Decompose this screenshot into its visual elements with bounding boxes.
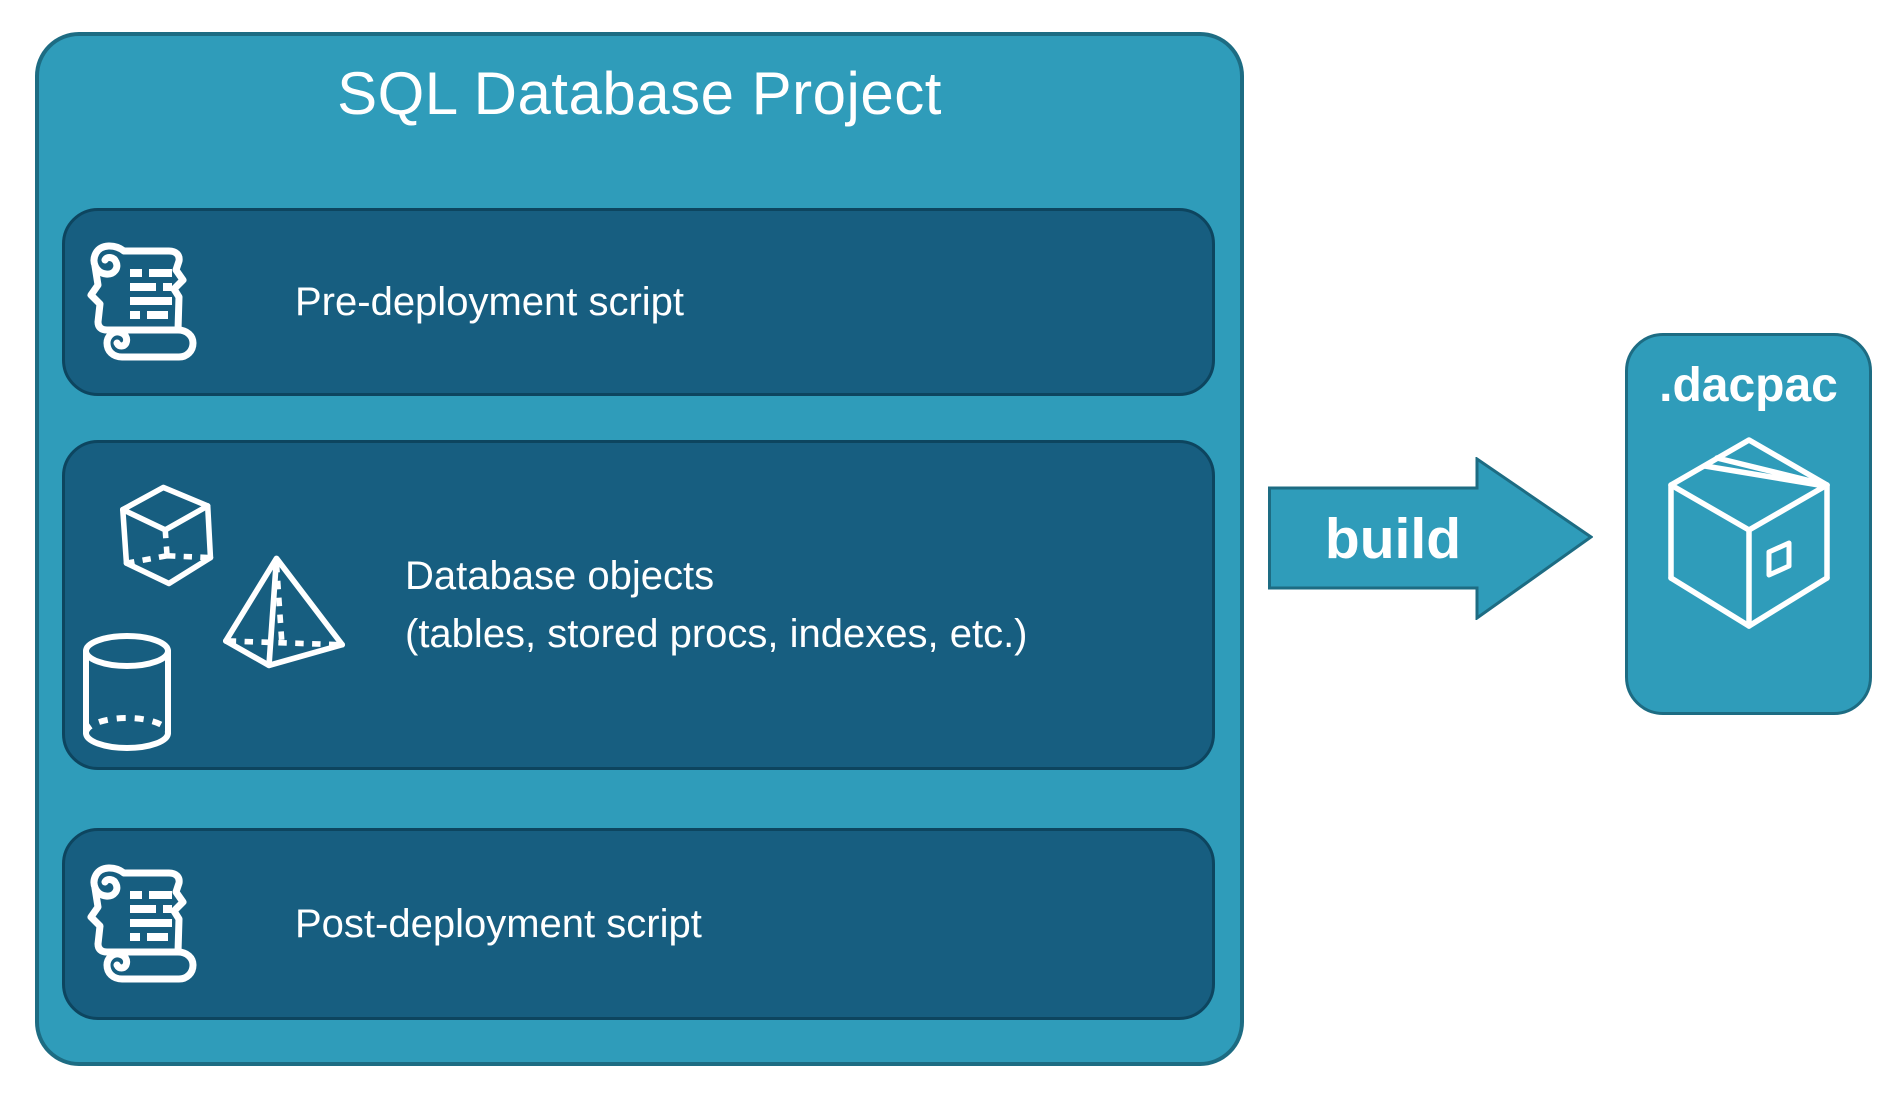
project-title: SQL Database Project bbox=[337, 60, 942, 127]
pre-deployment-label: Pre-deployment script bbox=[295, 279, 685, 324]
database-objects-label: Database objects (tables, stored procs, … bbox=[405, 547, 1028, 663]
build-label: build bbox=[1324, 506, 1462, 571]
database-objects-line2: (tables, stored procs, indexes, etc.) bbox=[405, 612, 1028, 656]
database-objects-panel: Database objects (tables, stored procs, … bbox=[62, 440, 1215, 770]
post-deployment-panel: Post-deployment script bbox=[62, 828, 1215, 1020]
package-icon bbox=[1659, 427, 1839, 639]
dacpac-box: .dacpac bbox=[1625, 333, 1872, 715]
sql-database-project-box: SQL Database Project Pre-deployment scri… bbox=[35, 32, 1244, 1066]
scroll-icon bbox=[81, 861, 207, 987]
database-objects-line1: Database objects bbox=[405, 554, 715, 598]
pre-deployment-panel: Pre-deployment script bbox=[62, 208, 1215, 396]
cube-icon bbox=[105, 469, 231, 589]
scroll-icon bbox=[81, 239, 207, 365]
build-arrow bbox=[1268, 457, 1593, 620]
dacpac-title: .dacpac bbox=[1659, 359, 1838, 412]
pyramid-icon bbox=[213, 549, 355, 671]
post-deployment-label: Post-deployment script bbox=[295, 901, 702, 946]
cylinder-icon bbox=[77, 625, 177, 759]
